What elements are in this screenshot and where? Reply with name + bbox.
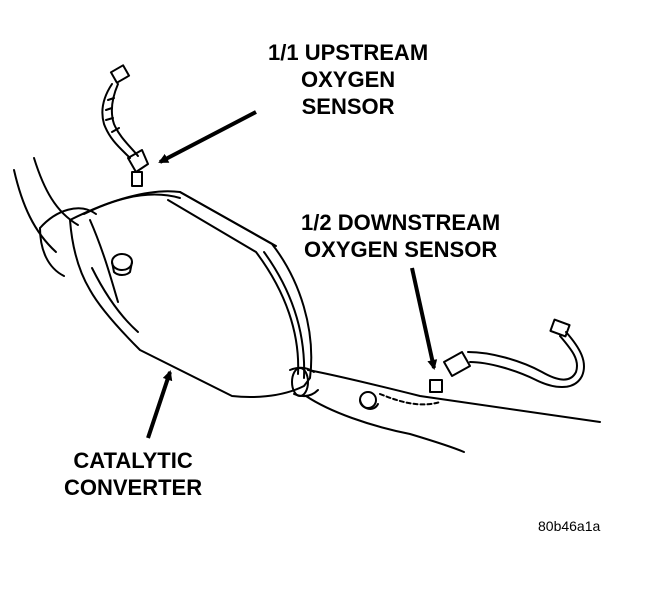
upstream-sensor-label-line-1: 1/1 UPSTREAM bbox=[268, 40, 429, 65]
downstream-oxygen-sensor bbox=[429, 318, 585, 393]
upstream-sensor-label: 1/1 UPSTREAM OXYGEN SENSOR bbox=[268, 39, 428, 120]
upstream-sensor-label-line-2: OXYGEN bbox=[301, 67, 396, 92]
outlet-exhaust-pipe bbox=[289, 366, 601, 453]
upstream-exhaust-pipe bbox=[13, 157, 97, 277]
upstream-sensor-arrow bbox=[158, 110, 257, 164]
downstream-sensor-label-line-2: OXYGEN SENSOR bbox=[304, 237, 498, 262]
catalytic-converter-label-line-1: CATALYTIC bbox=[73, 448, 193, 473]
catalytic-converter-label-line-2: CONVERTER bbox=[64, 475, 203, 500]
upstream-oxygen-sensor bbox=[101, 64, 149, 187]
catalytic-converter-label: CATALYTIC CONVERTER bbox=[64, 447, 202, 501]
downstream-sensor-label-line-1: 1/2 DOWNSTREAM bbox=[301, 210, 501, 235]
figure-id: 80b46a1a bbox=[538, 518, 601, 534]
catalytic-converter-arrow bbox=[146, 370, 173, 439]
upstream-sensor-label-line-3: SENSOR bbox=[301, 94, 395, 119]
catalytic-converter-body bbox=[69, 190, 313, 398]
downstream-sensor-label: 1/2 DOWNSTREAM OXYGEN SENSOR bbox=[301, 209, 500, 263]
downstream-sensor-arrow bbox=[410, 267, 438, 370]
